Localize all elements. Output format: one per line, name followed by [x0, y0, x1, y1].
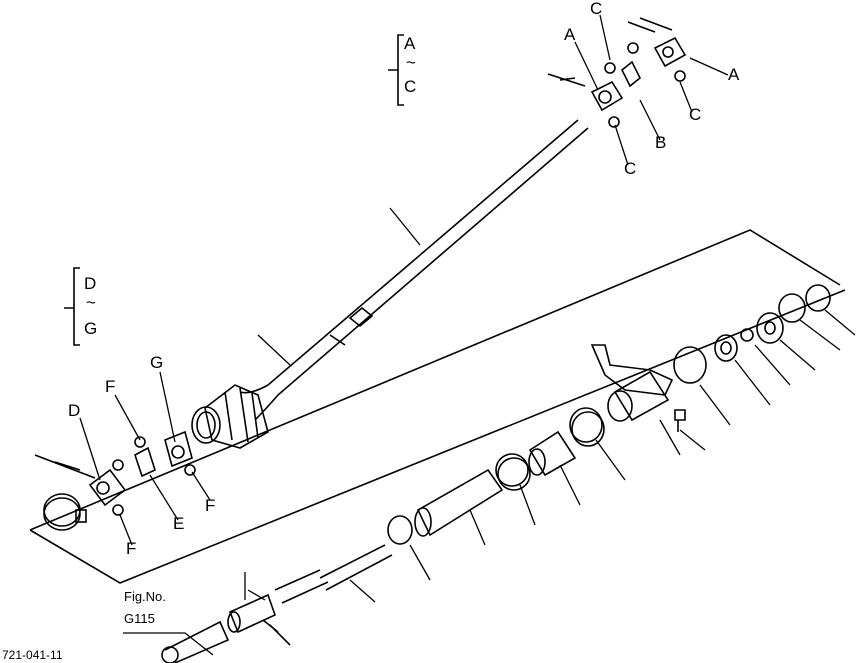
group-label-upper-tilde: ~ — [406, 53, 416, 72]
callout-lower-f3: F — [126, 539, 137, 558]
callout-upper-c1: C — [590, 0, 603, 18]
shaft-boot — [191, 384, 269, 449]
hose-clamp — [43, 493, 87, 531]
group-label-upper-start: A — [404, 34, 416, 53]
callout-upper-c2: C — [689, 105, 702, 124]
callout-lower-f2: F — [205, 496, 216, 515]
figure-ref-number: G115 — [124, 611, 155, 626]
group-label-upper-end: C — [404, 77, 417, 96]
leader-lines — [79, 14, 856, 656]
callout-upper-c3: C — [624, 159, 637, 178]
callout-lower-f1: F — [105, 377, 116, 396]
steering-shaft — [239, 119, 589, 421]
callout-lower-d: D — [68, 401, 81, 420]
callout-lower-e: E — [173, 514, 185, 533]
upper-universal-joint — [547, 17, 687, 128]
group-bracket-upper — [388, 34, 404, 106]
group-label-lower-end: G — [84, 319, 98, 338]
group-label-lower-start: D — [84, 274, 97, 293]
figure-ref-label: Fig.No. — [124, 589, 166, 604]
assembly-outline — [29, 229, 846, 584]
lower-universal-joint — [34, 430, 196, 516]
group-bracket-lower — [64, 267, 80, 346]
callout-upper-a1: A — [564, 25, 576, 44]
callout-upper-a2: A — [728, 65, 740, 84]
lower-shaft-parts — [161, 284, 831, 663]
callout-upper-b: B — [655, 133, 667, 152]
callout-lower-g: G — [150, 353, 164, 372]
group-label-lower-tilde: ~ — [86, 293, 96, 312]
drawing-code: 721-041-11 — [2, 648, 63, 662]
